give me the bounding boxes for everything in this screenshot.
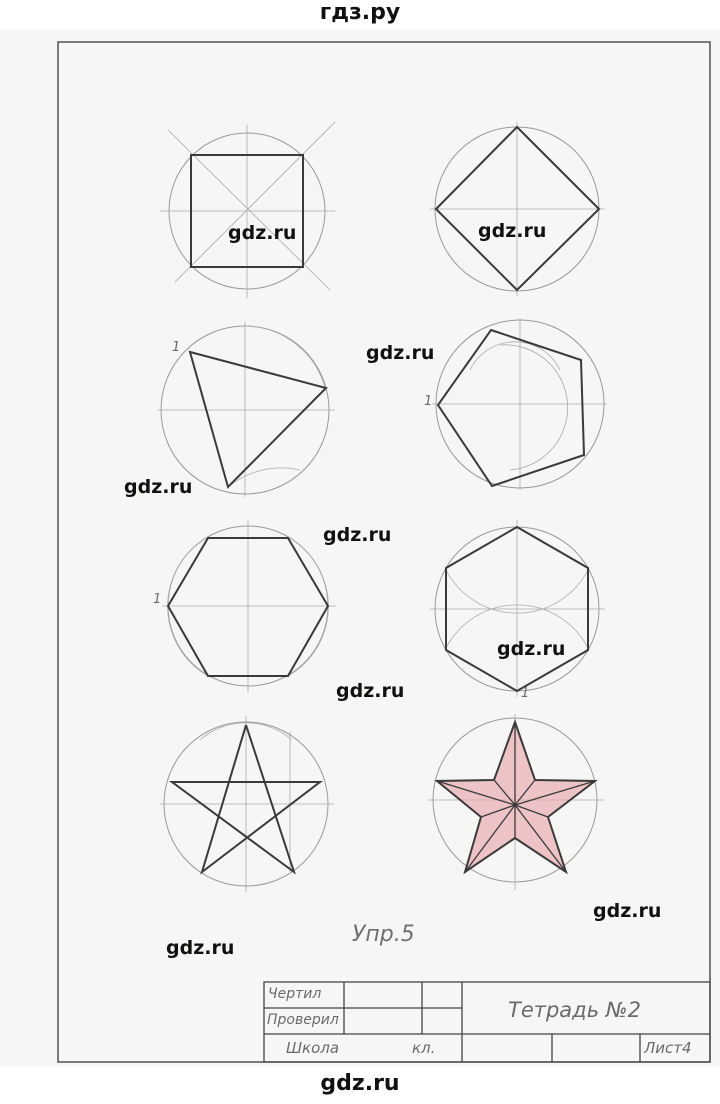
figure-triangle — [158, 322, 335, 497]
point-label-hexagon-left: 1 — [153, 592, 162, 607]
figure-star-outline — [160, 716, 334, 892]
title-drew: Чертил — [268, 986, 322, 1002]
watermark: gdz.ru — [124, 476, 193, 498]
figure-hexagon-left — [162, 520, 336, 692]
title-block — [263, 981, 711, 1063]
watermark: gdz.ru — [478, 220, 547, 242]
figure-hexagon-right — [430, 520, 605, 697]
figure-pentagon — [432, 318, 607, 490]
figure-square — [159, 121, 336, 299]
point-label-pentagon: 1 — [424, 394, 433, 409]
header-watermark: гдз.ру — [0, 0, 720, 30]
point-label-hexagon-right: 1 — [521, 686, 530, 701]
figure-diamond — [430, 122, 605, 296]
watermark: gdz.ru — [228, 222, 297, 244]
title-checked: Проверил — [267, 1012, 339, 1028]
watermark: gdz.ru — [593, 900, 662, 922]
title-school: Школа — [286, 1039, 340, 1057]
watermark: gdz.ru — [336, 680, 405, 702]
title-sheet: Лист4 — [644, 1039, 692, 1057]
point-label-triangle: 1 — [172, 340, 181, 355]
figure-star-filled — [428, 714, 604, 890]
watermark: gdz.ru — [497, 638, 566, 660]
watermark: gdz.ru — [366, 342, 435, 364]
exercise-label: Упр.5 — [352, 922, 415, 947]
title-notebook: Тетрадь №2 — [508, 998, 641, 1022]
watermark: gdz.ru — [323, 524, 392, 546]
watermark: gdz.ru — [166, 937, 235, 959]
title-class: кл. — [412, 1039, 436, 1057]
footer-watermark: gdz.ru — [0, 1066, 720, 1104]
